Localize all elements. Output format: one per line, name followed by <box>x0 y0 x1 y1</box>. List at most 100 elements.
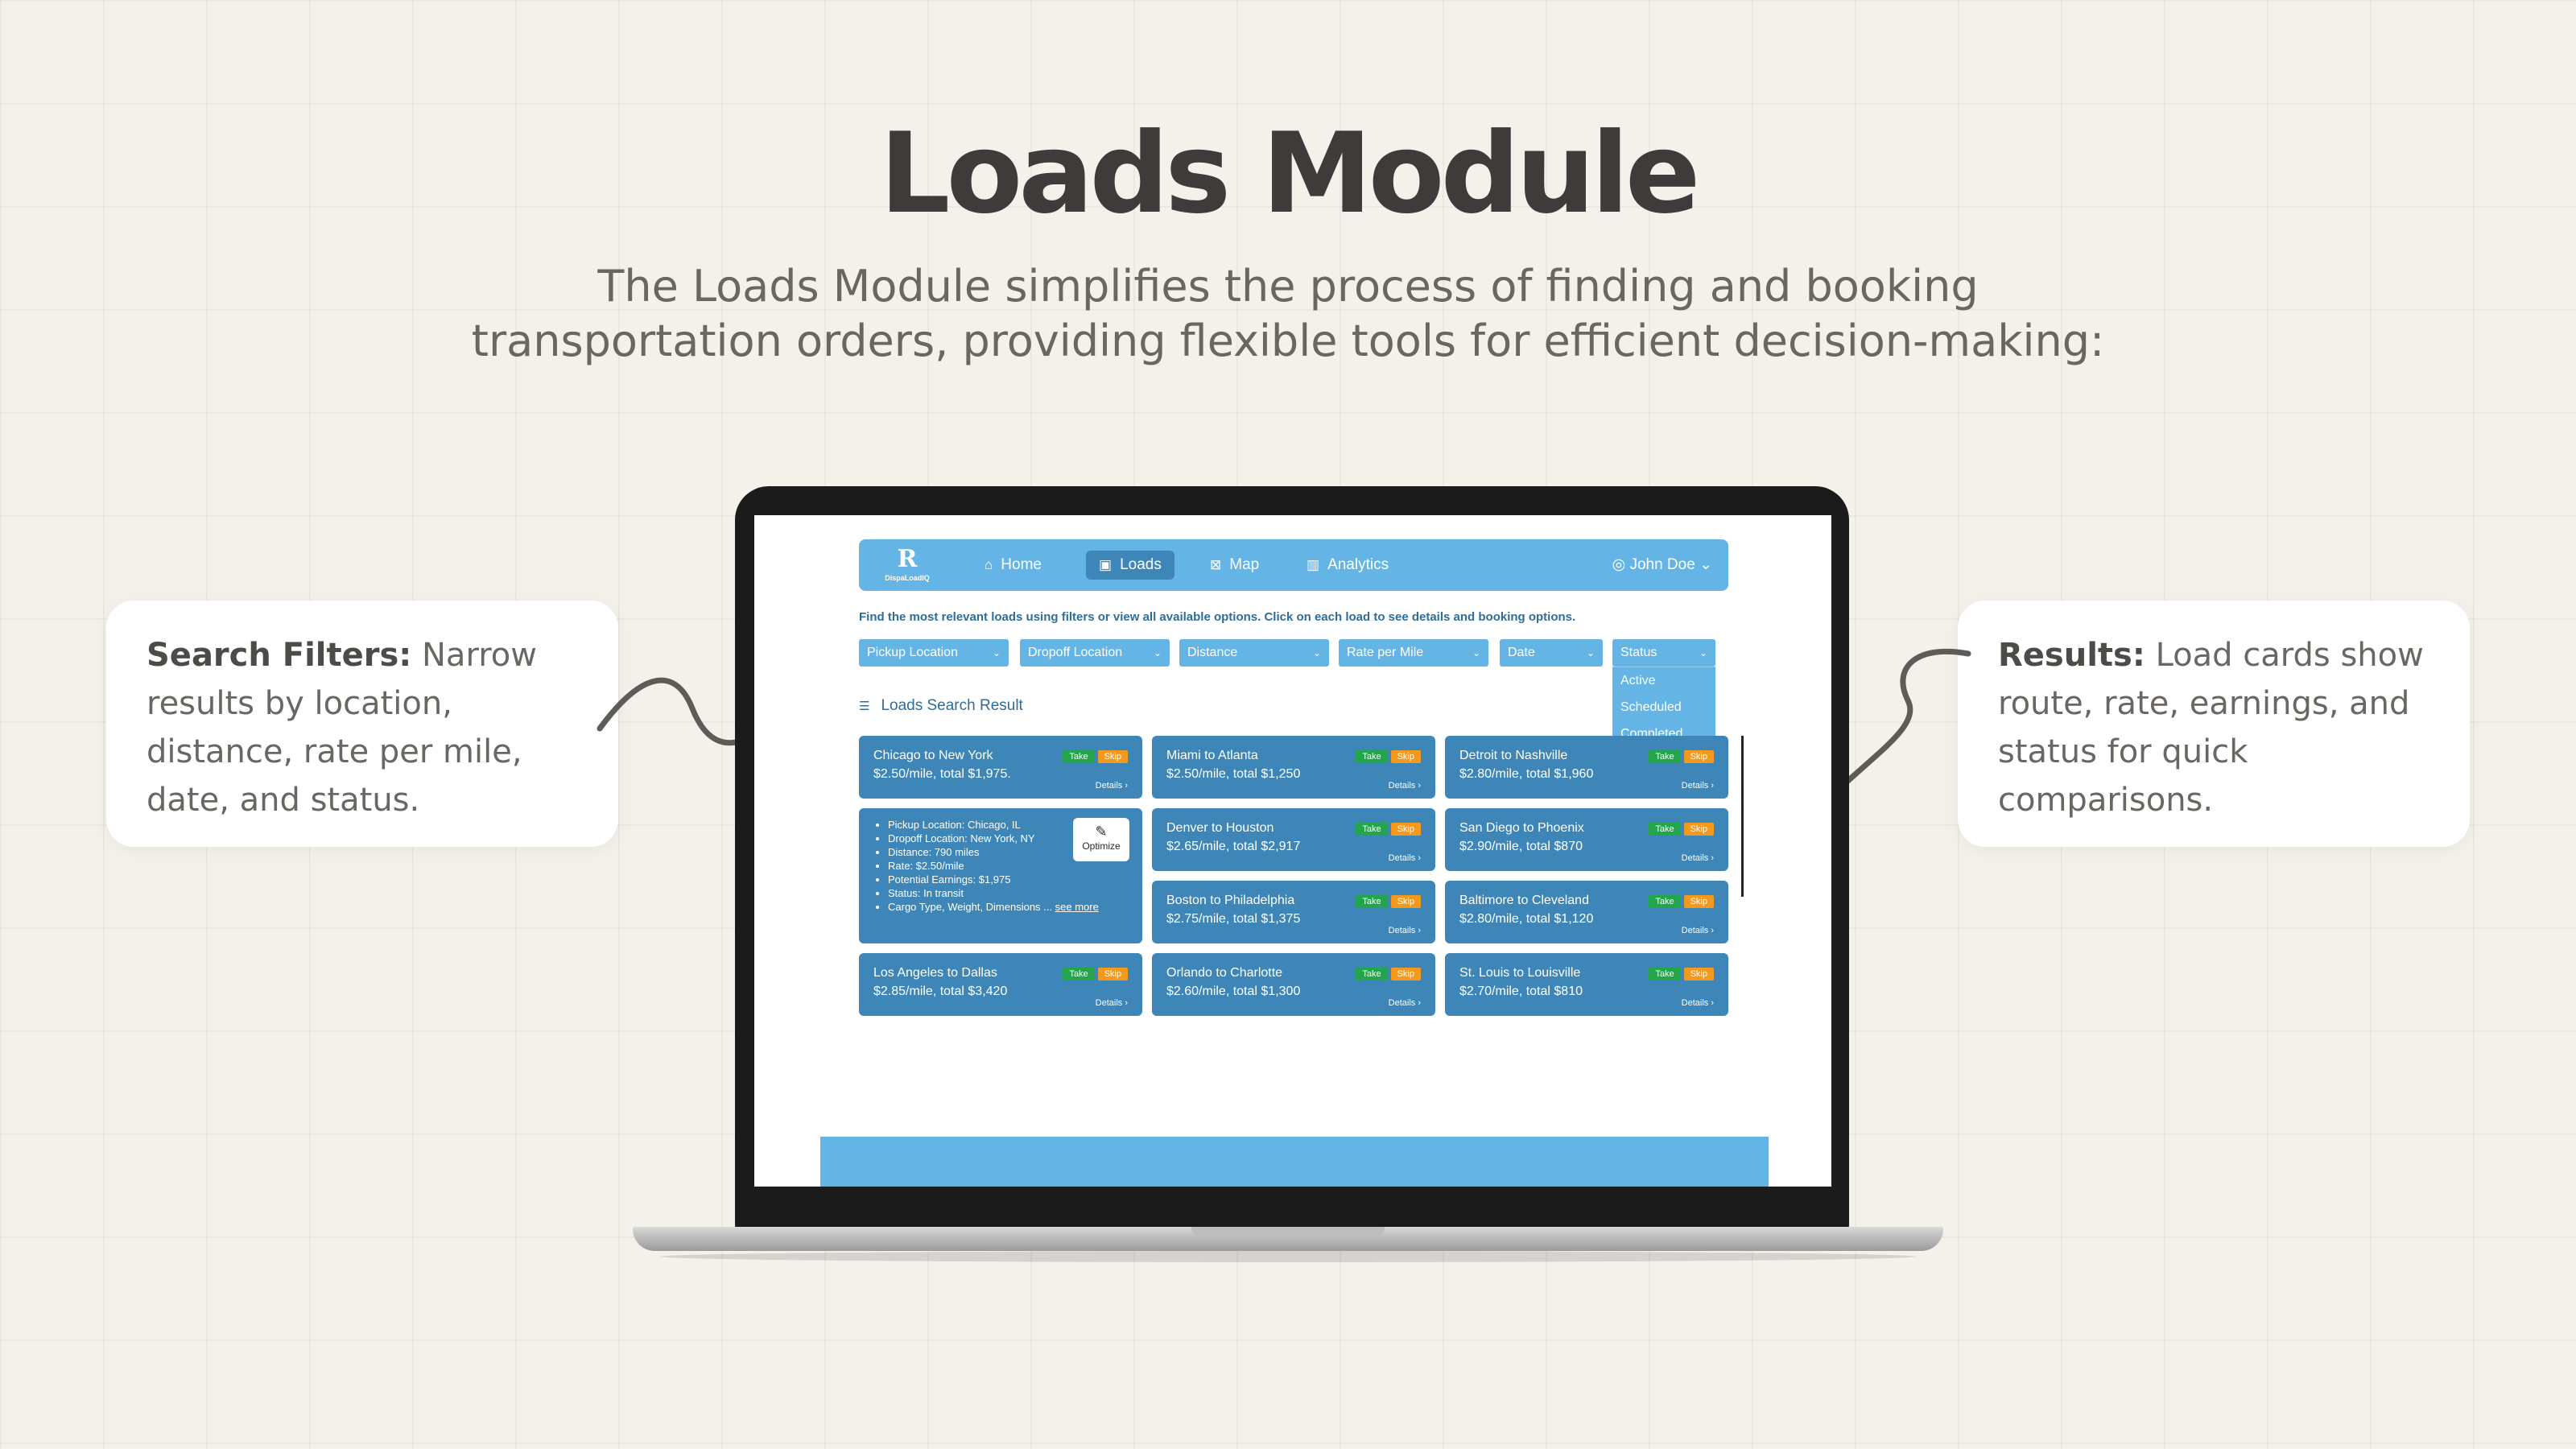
info-text: Find the most relevant loads using filte… <box>859 610 1576 624</box>
skip-button[interactable]: Skip <box>1390 895 1421 908</box>
box-icon: ▣ <box>1099 557 1113 572</box>
load-route: Boston to Philadelphia <box>1166 894 1295 907</box>
load-card[interactable]: Detroit to Nashville $2.80/mile, total $… <box>1445 736 1728 799</box>
status-dropdown-menu: Active Scheduled Completed <box>1612 667 1715 747</box>
load-card[interactable]: Baltimore to Cleveland $2.80/mile, total… <box>1445 881 1728 943</box>
laptop-screen: R DispaLoadIQ ⌂Home ▣Loads ⊠Map ▥Analyti… <box>754 515 1831 1187</box>
take-button[interactable]: Take <box>1649 823 1681 836</box>
details-link[interactable]: Details › <box>1389 926 1421 935</box>
date-filter[interactable]: Date⌄ <box>1500 639 1603 667</box>
chevron-down-icon: ⌄ <box>992 647 1001 658</box>
chevron-right-icon: › <box>1418 998 1421 1008</box>
status-option-scheduled[interactable]: Scheduled <box>1620 700 1682 714</box>
laptop-notch <box>1191 1227 1385 1238</box>
skip-button[interactable]: Skip <box>1683 895 1714 908</box>
scrollbar[interactable] <box>1741 736 1744 897</box>
details-label: Details <box>1095 781 1123 791</box>
dropoff-location-filter[interactable]: Dropoff Location⌄ <box>1020 639 1170 667</box>
load-details-list: Pickup Location: Chicago, IL Dropoff Loc… <box>873 818 1128 914</box>
navbar: R DispaLoadIQ ⌂Home ▣Loads ⊠Map ▥Analyti… <box>859 539 1728 591</box>
results-heading: ☰Loads Search Result <box>859 697 1023 715</box>
skip-button[interactable]: Skip <box>1390 968 1421 980</box>
details-link[interactable]: Details › <box>1389 998 1421 1008</box>
date-label: Date <box>1508 646 1535 659</box>
take-button[interactable]: Take <box>1356 750 1388 763</box>
details-label: Details <box>1681 998 1709 1008</box>
details-link[interactable]: Details › <box>1389 853 1421 863</box>
detail-rate: Rate: $2.50/mile <box>888 859 1128 873</box>
footer-band <box>820 1137 1769 1187</box>
details-link[interactable]: Details › <box>1682 853 1714 863</box>
nav-loads[interactable]: ▣Loads <box>1086 551 1174 580</box>
edit-icon: ✎ <box>1095 824 1108 840</box>
load-card[interactable]: Chicago to New York $2.50/mile, total $1… <box>859 736 1142 799</box>
details-label: Details <box>1388 926 1416 935</box>
details-label: Details <box>1388 781 1416 791</box>
load-route: St. Louis to Louisville <box>1459 966 1581 980</box>
nav-analytics[interactable]: ▥Analytics <box>1294 551 1402 580</box>
details-link[interactable]: Details › <box>1096 998 1128 1008</box>
chevron-right-icon: › <box>1125 998 1128 1008</box>
search-filters-callout: Search Filters: Narrow results by locati… <box>106 601 618 847</box>
optimize-label: Optimize <box>1082 840 1121 852</box>
details-link[interactable]: Details › <box>1682 926 1714 935</box>
details-link[interactable]: Details › <box>1682 998 1714 1008</box>
nav-home[interactable]: ⌂Home <box>972 551 1055 580</box>
take-button[interactable]: Take <box>1649 895 1681 908</box>
status-option-active[interactable]: Active <box>1620 674 1656 687</box>
skip-button[interactable]: Skip <box>1390 823 1421 836</box>
chevron-right-icon: › <box>1711 998 1714 1008</box>
details-label: Details <box>1681 781 1709 791</box>
callout-right-text: Load cards show route, rate, earnings, a… <box>1998 637 2424 819</box>
load-card[interactable]: Boston to Philadelphia $2.75/mile, total… <box>1152 881 1435 943</box>
optimize-button[interactable]: ✎Optimize <box>1073 818 1129 861</box>
status-filter[interactable]: Status⌄ <box>1612 639 1715 667</box>
nav-map[interactable]: ⊠Map <box>1197 551 1272 580</box>
load-card[interactable]: Denver to Houston $2.65/mile, total $2,9… <box>1152 808 1435 871</box>
load-price: $2.70/mile, total $810 <box>1459 985 1583 998</box>
load-route: Denver to Houston <box>1166 821 1274 835</box>
take-button[interactable]: Take <box>1356 895 1388 908</box>
load-card[interactable]: San Diego to Phoenix $2.90/mile, total $… <box>1445 808 1728 871</box>
load-route: Los Angeles to Dallas <box>873 966 997 980</box>
home-icon: ⌂ <box>985 557 993 572</box>
load-card[interactable]: Orlando to Charlotte $2.60/mile, total $… <box>1152 953 1435 1016</box>
take-button[interactable]: Take <box>1356 823 1388 836</box>
distance-filter[interactable]: Distance⌄ <box>1179 639 1329 667</box>
take-button[interactable]: Take <box>1649 750 1681 763</box>
skip-button[interactable]: Skip <box>1683 968 1714 980</box>
laptop-shadow <box>660 1251 1916 1262</box>
skip-button[interactable]: Skip <box>1683 823 1714 836</box>
chevron-down-icon: ⌄ <box>1153 647 1162 658</box>
load-card[interactable]: Los Angeles to Dallas $2.85/mile, total … <box>859 953 1142 1016</box>
details-label: Details <box>1388 853 1416 863</box>
load-price: $2.65/mile, total $2,917 <box>1166 840 1301 853</box>
take-button[interactable]: Take <box>1063 968 1095 980</box>
list-icon: ☰ <box>859 700 870 713</box>
pickup-location-filter[interactable]: Pickup Location⌄ <box>859 639 1009 667</box>
details-link[interactable]: Details › <box>1389 781 1421 791</box>
take-button[interactable]: Take <box>1356 968 1388 980</box>
load-price: $2.60/mile, total $1,300 <box>1166 985 1301 998</box>
skip-button[interactable]: Skip <box>1097 750 1128 763</box>
load-price: $2.75/mile, total $1,375 <box>1166 912 1301 926</box>
details-link[interactable]: Details › <box>1096 781 1128 791</box>
expanded-load-card[interactable]: Pickup Location: Chicago, IL Dropoff Loc… <box>859 808 1142 943</box>
details-link[interactable]: Details › <box>1682 781 1714 791</box>
skip-button[interactable]: Skip <box>1683 750 1714 763</box>
skip-button[interactable]: Skip <box>1390 750 1421 763</box>
rate-per-mile-filter[interactable]: Rate per Mile⌄ <box>1339 639 1488 667</box>
load-route: Orlando to Charlotte <box>1166 966 1283 980</box>
user-menu[interactable]: ◎ John Doe ⌄ <box>1612 551 1712 580</box>
take-button[interactable]: Take <box>1649 968 1681 980</box>
load-card[interactable]: Miami to Atlanta $2.50/mile, total $1,25… <box>1152 736 1435 799</box>
distance-label: Distance <box>1187 646 1238 659</box>
see-more-link[interactable]: see more <box>1055 901 1099 913</box>
skip-button[interactable]: Skip <box>1097 968 1128 980</box>
take-button[interactable]: Take <box>1063 750 1095 763</box>
chevron-down-icon: ⌄ <box>1699 647 1707 658</box>
detail-dropoff: Dropoff Location: New York, NY <box>888 832 1128 845</box>
app-logo[interactable]: R DispaLoadIQ <box>883 546 931 583</box>
chevron-right-icon: › <box>1418 926 1421 935</box>
load-card[interactable]: St. Louis to Louisville $2.70/mile, tota… <box>1445 953 1728 1016</box>
